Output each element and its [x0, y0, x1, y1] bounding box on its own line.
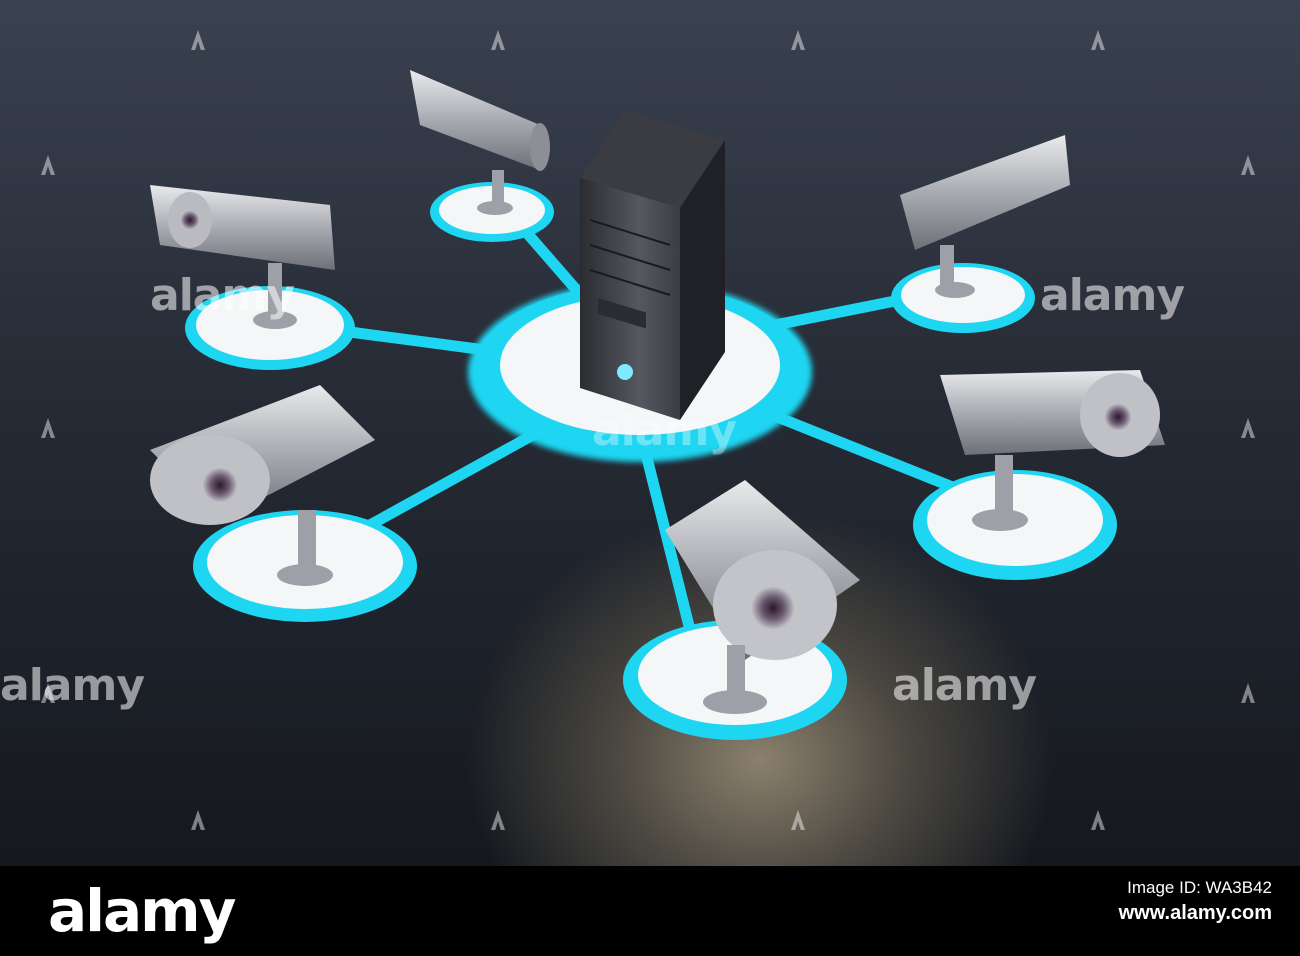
watermark-mark-icon	[40, 155, 56, 175]
watermark-mark-icon	[40, 418, 56, 438]
camera-right-top	[900, 135, 1070, 298]
computer-tower-icon	[580, 110, 725, 420]
watermark-mark-icon	[1240, 683, 1256, 703]
camera-bottom	[665, 480, 860, 714]
camera-left-bottom	[150, 385, 375, 586]
watermark-mark-icon	[40, 683, 56, 703]
camera-right-bottom	[940, 370, 1165, 531]
watermark-text: alamy	[0, 660, 145, 711]
watermark-mark-icon	[1090, 810, 1106, 830]
network-diagram	[150, 70, 1165, 740]
site-url-link[interactable]: www.alamy.com	[1118, 902, 1272, 924]
watermark-mark-icon	[490, 30, 506, 50]
watermark-mark-icon	[190, 30, 206, 50]
network-scene: alamy alamy alamy alamy alamy	[0, 0, 1300, 866]
camera-top	[410, 70, 550, 215]
watermark-text: alamy	[592, 405, 737, 456]
watermark-mark-icon	[790, 810, 806, 830]
stock-footer-bar: alamy Image ID: WA3B42 www.alamy.com	[0, 866, 1300, 956]
link-right	[754, 404, 966, 496]
camera-left-top	[150, 185, 335, 329]
watermark-text: alamy	[1040, 270, 1185, 321]
watermark-mark-icon	[1240, 418, 1256, 438]
watermark-mark-icon	[190, 810, 206, 830]
watermark-text: alamy	[150, 270, 295, 321]
watermark-mark-icon	[790, 30, 806, 50]
watermark-mark-icon	[1090, 30, 1106, 50]
image-info: Image ID: WA3B42 www.alamy.com	[1119, 878, 1272, 925]
watermark-mark-icon	[490, 810, 506, 830]
alamy-logo[interactable]: alamy	[48, 877, 236, 945]
pad-right-top	[891, 263, 1035, 333]
power-button-icon	[617, 364, 633, 380]
watermark-text: alamy	[892, 660, 1037, 711]
watermark-mark-icon	[1240, 155, 1256, 175]
image-id-label: Image ID: WA3B42	[1127, 878, 1272, 897]
